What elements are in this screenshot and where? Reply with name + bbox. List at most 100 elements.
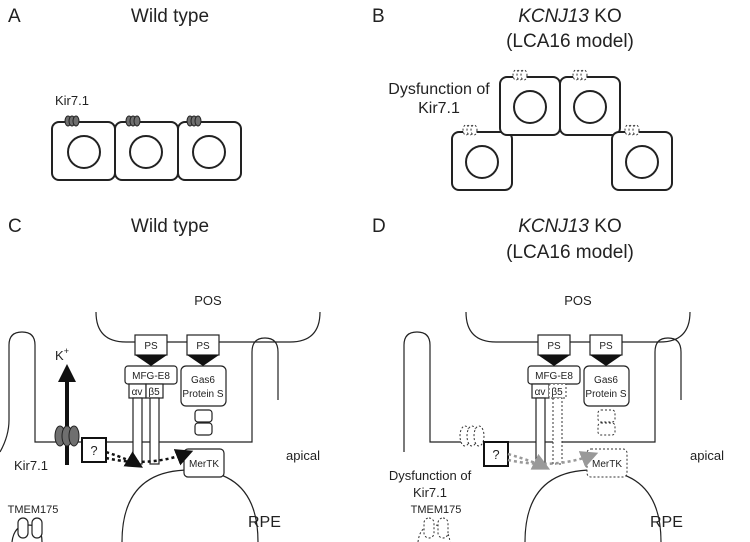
nucleus (513, 90, 547, 124)
kir71-channel-icon (64, 115, 80, 127)
integrin-alpha-stalk (535, 397, 546, 465)
panel-b-title: KCNJ13 KO (518, 6, 621, 27)
ps-label: PS (547, 341, 561, 352)
panel-b-ko: KO (589, 6, 622, 27)
panel-d-dysfunction-line1: Dysfunction of (389, 468, 472, 483)
mertk-label: MerTK (592, 459, 622, 470)
rpe-apical-membrane (403, 331, 682, 453)
panel-b: B KCNJ13 KO (LCA16 model) Dysfunction of… (372, 6, 673, 191)
kir71-channel-icon (186, 115, 202, 127)
ion-symbol: K (55, 348, 64, 363)
tmem175-dysfunctional-icon (423, 517, 449, 539)
integrin-beta-stalk-dysfunctional (552, 397, 563, 465)
panel-c-letter: C (8, 216, 22, 237)
protein-s-label: Protein S (585, 389, 626, 400)
mertk-label: MerTK (189, 459, 219, 470)
ps-label: PS (196, 341, 210, 352)
unknown-factor-box (81, 437, 107, 463)
panel-d-gene: KCNJ13 (518, 216, 589, 237)
apical-label: apical (690, 448, 724, 463)
gas6-box (180, 365, 227, 407)
ps-label: PS (599, 341, 613, 352)
kir71-dysfunctional-icon (512, 69, 528, 81)
ps-arrowhead (187, 355, 219, 366)
panel-b-cells (451, 76, 673, 191)
mertk-domain-dysfunctional (597, 409, 616, 423)
phagosome-outline (121, 469, 259, 542)
panel-b-dysfunction-line1: Dysfunction of (388, 81, 490, 98)
integrin-beta-label: β5 (148, 387, 160, 398)
pos-label: POS (564, 293, 592, 308)
nucleus (573, 90, 607, 124)
pos-label: POS (194, 293, 222, 308)
gas6-box (583, 365, 630, 407)
nucleus (465, 145, 499, 179)
phagosome-outline (524, 469, 662, 542)
gas6-mertk-complex: PS Gas6 Protein S MerTK (583, 334, 630, 478)
tmem175-label: TMEM175 (8, 504, 59, 516)
rpe-label: RPE (248, 514, 281, 531)
ps-arrowhead (590, 355, 622, 366)
panel-b-subtitle: (LCA16 model) (506, 31, 634, 52)
mfg-e8-complex: PS MFG-E8 αv β5 (527, 334, 581, 465)
gas6-label: Gas6 (191, 375, 215, 386)
mertk-domain-dysfunctional (597, 422, 616, 436)
panel-a: A Wild type Kir7.1 (8, 6, 242, 181)
kir71-dysfunctional-icon (459, 425, 485, 447)
kir71-channel-icon (54, 425, 80, 447)
unknown-factor-label: ? (90, 443, 97, 458)
ion-label: K+ (55, 346, 69, 363)
panel-d-dysfunction-line2: Kir7.1 (413, 485, 447, 500)
integrin-alpha-label: αv (132, 387, 143, 398)
ps-arrowhead (135, 355, 167, 366)
kir71-dysfunctional-icon (624, 124, 640, 136)
panel-c: C Wild type POS K+ Kir7.1 ? PS MFG-E8 αv… (0, 216, 321, 542)
nucleus (192, 135, 226, 169)
mfg-e8-complex: PS MFG-E8 αv β5 (124, 334, 178, 465)
integrin-alpha-stalk (132, 397, 143, 465)
unknown-factor-label: ? (492, 447, 499, 462)
signal-arrow-integrin-impaired (507, 452, 551, 470)
nucleus (625, 145, 659, 179)
kir71-channel-icon (125, 115, 141, 127)
integrin-beta-stalk (149, 397, 160, 465)
integrin-beta-head-dysfunctional (548, 383, 567, 399)
panel-d-ko: KO (589, 216, 622, 237)
panel-a-letter: A (8, 6, 21, 27)
mfg-e8-label: MFG-E8 (535, 371, 573, 382)
gas6-label: Gas6 (594, 375, 618, 386)
kir71-dysfunctional-icon (572, 69, 588, 81)
ps-arrowhead (538, 355, 570, 366)
apical-label: apical (286, 448, 320, 463)
signal-arrow-mertk-impaired (507, 451, 599, 468)
panel-b-dysfunction-line2: Kir7.1 (418, 100, 460, 117)
panel-d: D KCNJ13 KO (LCA16 model) POS Dysfunctio… (372, 216, 724, 542)
integrin-beta-label: β5 (551, 387, 563, 398)
tmem175-label: TMEM175 (411, 504, 462, 516)
kir71-dysfunctional-icon (462, 124, 478, 136)
mfg-e8-label: MFG-E8 (132, 371, 170, 382)
kir71-label: Kir7.1 (14, 458, 48, 473)
signal-arrow-mertk (105, 449, 194, 466)
nucleus (129, 135, 163, 169)
ion-charge: + (64, 346, 69, 356)
protein-s-label: Protein S (182, 389, 223, 400)
rpe-label: RPE (650, 514, 683, 531)
pos-outline (465, 311, 691, 343)
panel-d-title: KCNJ13 KO (518, 216, 621, 237)
panel-a-title: Wild type (131, 6, 209, 27)
mertk-domain (194, 409, 213, 423)
panel-c-title: Wild type (131, 216, 209, 237)
nucleus (67, 135, 101, 169)
panel-d-subtitle: (LCA16 model) (506, 242, 634, 263)
panel-b-letter: B (372, 6, 385, 27)
panel-d-letter: D (372, 216, 386, 237)
integrin-alpha-label: αv (535, 387, 546, 398)
panel-a-cells (51, 121, 242, 181)
ps-label: PS (144, 341, 158, 352)
rpe-apical-membrane (0, 331, 279, 453)
panel-b-gene: KCNJ13 (518, 6, 589, 27)
tmem175-channel-icon (17, 517, 43, 539)
mertk-domain (194, 422, 213, 436)
